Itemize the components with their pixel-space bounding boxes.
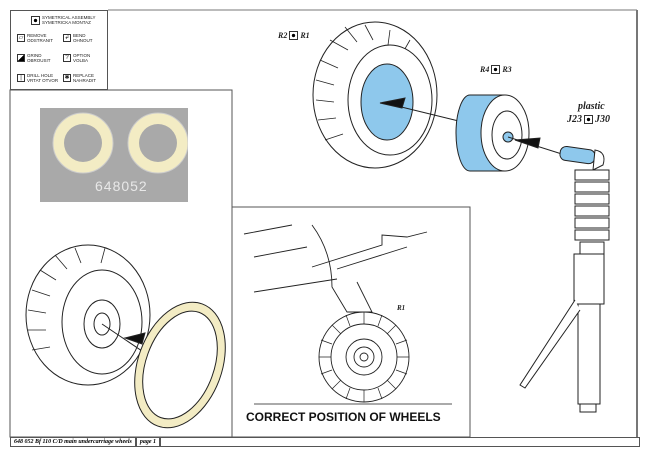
symmetrical-assembly-icon [31, 15, 40, 25]
part-j30: J30 [595, 114, 610, 125]
legend-item: |DRILL HOLE VRTAT OTVOR [17, 73, 61, 83]
footer-bar: 648 052 Bf 110 C/D main undercarriage wh… [10, 437, 640, 447]
footer-title: 648 052 Bf 110 C/D main undercarriage wh… [11, 438, 137, 446]
detail-r1-label: R1 [397, 304, 406, 312]
remove-icon: ▱ [17, 34, 25, 42]
correct-position-drawing [243, 224, 452, 405]
legend-text: REMOVE ODSTRANIT [27, 33, 54, 43]
legend-text: BEND OHNOUT [73, 33, 93, 43]
part-label-j23-j30: J23 J30 [567, 114, 610, 125]
legend-item: ?OPTION VOLBA [63, 53, 105, 63]
fret-code: 648052 [95, 178, 148, 194]
legend-text: REPLACE NAHRADIT [73, 73, 97, 83]
grind-icon [17, 54, 25, 62]
page-number: page 1 [137, 438, 162, 446]
bend-icon: ↲ [63, 34, 71, 42]
drill-hole-icon: | [17, 74, 25, 82]
legend-item: ✱REPLACE NAHRADIT [63, 73, 107, 83]
option-icon: ? [63, 54, 71, 62]
legend-text: OPTION VOLBA [73, 53, 91, 63]
legend-item: ↲BEND OHNOUT [63, 33, 105, 43]
part-r4: R4 [480, 65, 490, 74]
part-label-r4-r3: R4 R3 [480, 65, 512, 74]
part-r1: R1 [300, 31, 310, 40]
photo-etch-fret [40, 108, 188, 202]
symmetrical-assembly-icon [491, 65, 501, 74]
symmetrical-assembly-icon [289, 31, 299, 40]
plastic-label: plastic [578, 101, 605, 112]
part-r3: R3 [502, 65, 512, 74]
part-label-r2-r1: R2 R1 [278, 31, 310, 40]
legend-text: GRIND OBROUSIT [27, 53, 51, 63]
legend-item: GRIND OBROUSIT [17, 53, 59, 63]
correct-position-caption: CORRECT POSITION OF WHEELS [246, 410, 441, 424]
replace-icon: ✱ [63, 74, 71, 82]
legend-item: ▱REMOVE ODSTRANIT [17, 33, 59, 43]
symmetrical-assembly-icon [584, 115, 593, 124]
symbol-legend: SYMETRICAL ASSEMBLY SYMETRICKA MONTAZ ▱R… [10, 10, 108, 90]
legend-text: SYMETRICAL ASSEMBLY SYMETRICKA MONTAZ [42, 15, 96, 25]
part-r2: R2 [278, 31, 288, 40]
legend-text: DRILL HOLE VRTAT OTVOR [27, 73, 59, 83]
part-j23: J23 [567, 114, 582, 125]
legend-item: SYMETRICAL ASSEMBLY SYMETRICKA MONTAZ [31, 15, 106, 25]
wheel-ring-drawing [25, 244, 226, 429]
